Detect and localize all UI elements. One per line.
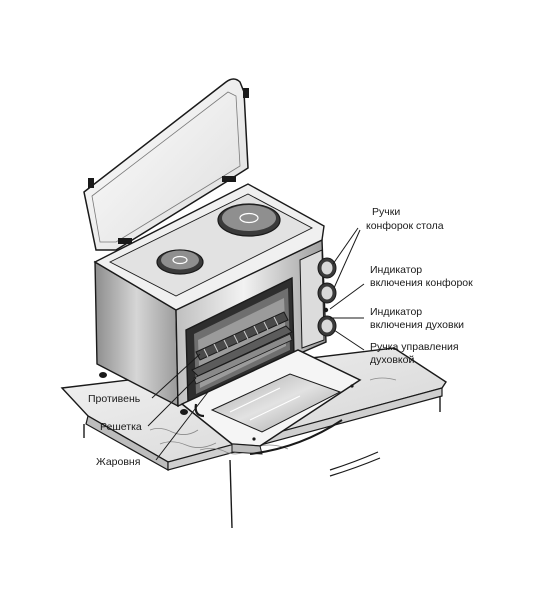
hotplate-large [217,203,281,237]
label-burner-knobs-line1: Ручки [372,206,400,218]
lid-hinge-icon [118,238,132,244]
burner-indicator-light-icon [323,307,329,313]
label-burner-indicator-line1: Индикатор [370,264,422,276]
label-oven-indicator-line1: Индикатор [370,306,422,318]
baking-tray [191,325,293,385]
label-tray: Противень [88,393,141,405]
burner-knob-icon [317,257,337,279]
burner-knob-icon [317,282,337,304]
label-burner-knobs-line2: конфорок стола [366,220,444,232]
lid-hinge-icon [222,176,236,182]
label-oven-indicator-line2: включения духовки [370,319,464,331]
oven-knob-icon [317,315,337,337]
label-burner-indicator-line2: включения конфорок [370,277,473,289]
oven-door [180,349,362,455]
label-rack: Решетка [100,421,142,433]
label-roasting-pan: Жаровня [96,456,140,468]
door-handle [194,403,343,455]
oven-rack [195,311,289,361]
lid-clip-icon [243,88,249,98]
hotplate-small [156,249,204,275]
label-oven-knob-line1: Ручка управления [370,341,459,353]
lid-clip-icon [88,178,94,188]
label-oven-knob-line2: духовкой [370,354,414,366]
leader-lines [147,227,365,461]
glass-lid [83,78,249,251]
